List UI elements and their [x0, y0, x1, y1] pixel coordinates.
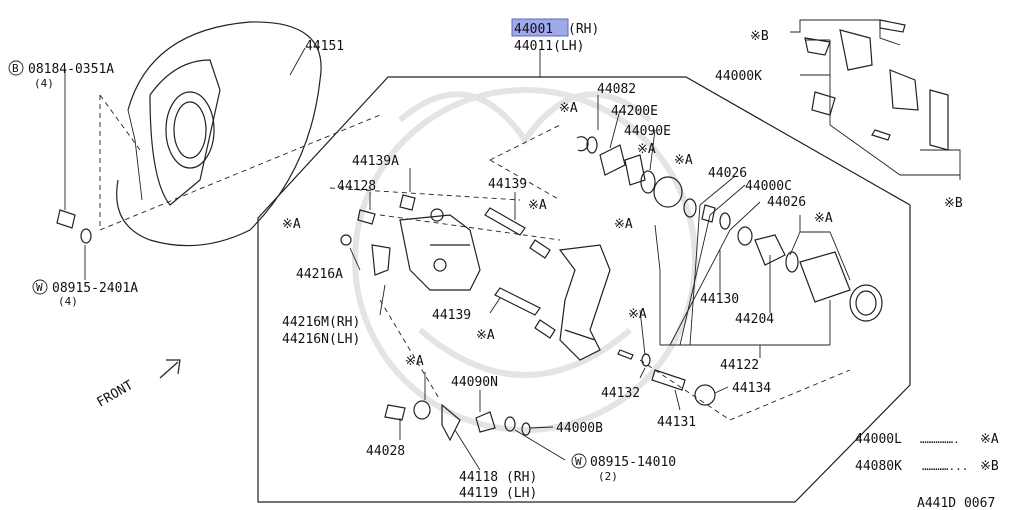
front-label: FRONT	[95, 378, 137, 411]
label-44134[interactable]: 44134	[732, 381, 771, 396]
piston-components	[576, 136, 883, 322]
caliper-assembly-outline	[257, 76, 911, 503]
label-44000b[interactable]: 44000B	[556, 421, 603, 436]
marker-a-lower-pin: ※A	[476, 328, 495, 343]
circle-b-marker	[8, 60, 24, 76]
label-44131[interactable]: 44131	[657, 415, 696, 430]
label-44082[interactable]: 44082	[597, 82, 636, 97]
label-44090n[interactable]: 44090N	[451, 375, 498, 390]
marker-a-seal: ※A	[614, 217, 633, 232]
label-44204[interactable]: 44204	[735, 312, 774, 327]
label-44000k[interactable]: 44000K	[715, 69, 762, 84]
highlighted-part-box	[511, 18, 569, 37]
marker-a-44128: ※A	[282, 217, 301, 232]
label-44151[interactable]: 44151	[305, 39, 344, 54]
label-08915-2401a-qty: (4)	[58, 295, 78, 308]
marker-a-44026: ※A	[674, 153, 693, 168]
legend-mark-2: ※B	[980, 459, 999, 474]
label-08915-14010[interactable]: 08915-14010	[590, 455, 676, 470]
circle-w-letter: W	[36, 281, 43, 294]
circle-w-letter-2: W	[575, 455, 582, 468]
circle-w-marker-2	[571, 453, 587, 469]
label-44001-side: (RH)	[568, 22, 599, 37]
label-08184-qty: (4)	[34, 77, 54, 90]
marker-a-44132: ※A	[628, 307, 647, 322]
label-44090e[interactable]: 44090E	[624, 124, 671, 139]
legend-dots-2: …………...	[922, 460, 968, 473]
circle-w-marker	[32, 279, 48, 295]
label-08915-2401a[interactable]: 08915-2401A	[52, 281, 138, 296]
backing-plate-illustration	[116, 21, 322, 247]
diagram-code: A441D 0067	[917, 496, 995, 510]
marker-a-upper-pin: ※A	[528, 198, 547, 213]
brake-pad-set-illustration	[804, 19, 949, 151]
watermark-logo	[352, 87, 698, 433]
marker-b-top: ※B	[750, 29, 769, 44]
leader-lines	[64, 19, 961, 471]
marker-b-bottom: ※B	[944, 196, 963, 211]
legend: 44000L ……………. ※A 44080K …………... ※B	[855, 432, 999, 474]
marker-a-44028: ※A	[405, 354, 424, 369]
legend-mark-1: ※A	[980, 432, 999, 447]
marker-a-44082: ※A	[559, 101, 578, 116]
label-44200e[interactable]: 44200E	[611, 104, 658, 119]
front-arrow	[159, 359, 181, 379]
label-44026-lower[interactable]: 44026	[767, 195, 806, 210]
label-44216m[interactable]: 44216M(RH)	[282, 315, 360, 330]
caliper-body-illustration	[558, 244, 611, 361]
label-44139-lower[interactable]: 44139	[432, 308, 471, 323]
marker-a-44090e: ※A	[637, 142, 656, 157]
label-44122[interactable]: 44122	[720, 358, 759, 373]
label-44139a[interactable]: 44139A	[352, 154, 399, 169]
label-44119[interactable]: 44119 (LH)	[459, 486, 537, 501]
marker-a-piston: ※A	[814, 211, 833, 226]
guide-lines	[99, 94, 851, 421]
label-44139-upper[interactable]: 44139	[488, 177, 527, 192]
label-44216a[interactable]: 44216A	[296, 267, 343, 282]
guide-pin-lower	[494, 287, 556, 339]
label-44130[interactable]: 44130	[700, 292, 739, 307]
legend-part-2[interactable]: 44080K	[855, 459, 902, 474]
caliper-bracket-illustration	[399, 208, 481, 291]
small-hardware	[56, 194, 716, 442]
label-44216n[interactable]: 44216N(LH)	[282, 332, 360, 347]
guide-pin-upper	[484, 207, 551, 259]
label-44028[interactable]: 44028	[366, 444, 405, 459]
label-44026-upper[interactable]: 44026	[708, 166, 747, 181]
label-44132[interactable]: 44132	[601, 386, 640, 401]
label-44000c[interactable]: 44000C	[745, 179, 792, 194]
legend-part-1[interactable]: 44000L	[855, 432, 902, 447]
legend-dots-1: …………….	[920, 433, 960, 446]
circle-b-letter: B	[12, 62, 19, 75]
label-08184-0351a[interactable]: 08184-0351A	[28, 62, 114, 77]
label-44128[interactable]: 44128	[337, 179, 376, 194]
label-44118[interactable]: 44118 (RH)	[459, 470, 537, 485]
label-44001[interactable]: 44001	[514, 22, 553, 37]
label-44011[interactable]: 44011(LH)	[514, 39, 584, 54]
label-08915-14010-qty: (2)	[598, 470, 618, 483]
